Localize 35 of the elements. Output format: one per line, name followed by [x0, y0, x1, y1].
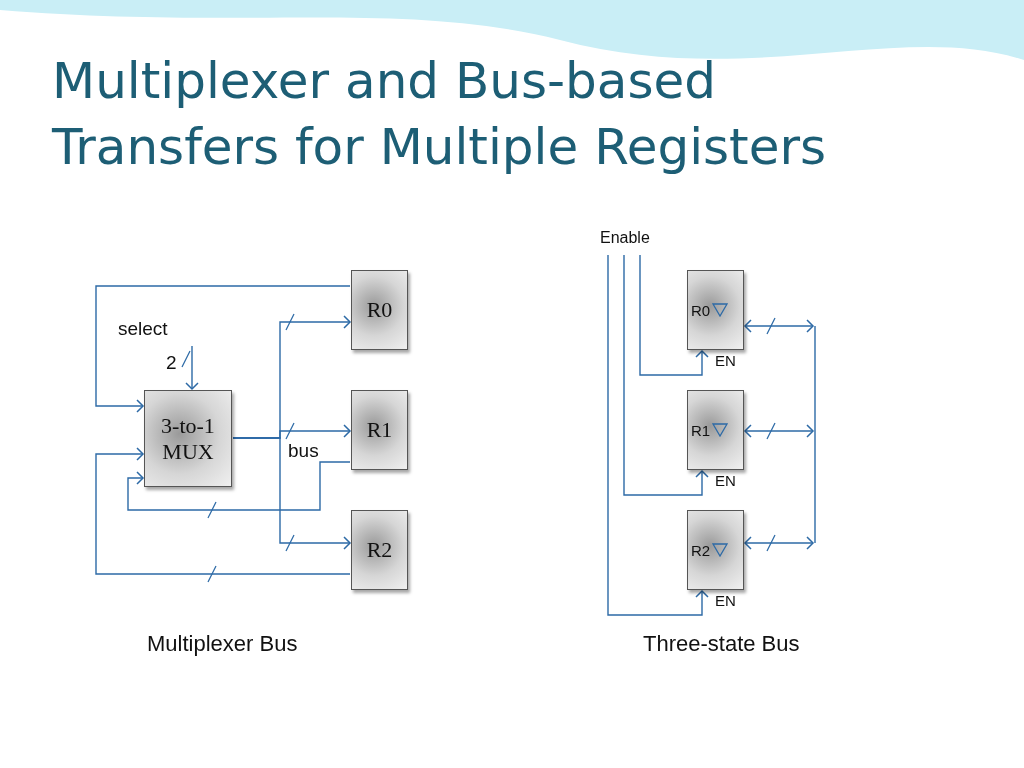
arrow [623, 254, 709, 496]
register-label: R0 [691, 301, 711, 319]
bus-label: bus [288, 440, 319, 462]
arrow [127, 461, 351, 511]
select-label: select [118, 318, 168, 340]
register-label: R2 [366, 537, 393, 563]
arrow [95, 447, 351, 575]
figure-caption: Three-state Bus [643, 631, 800, 657]
arrow [185, 345, 199, 390]
enable-pin-label: EN [715, 472, 736, 489]
register-box [687, 270, 744, 350]
arrow [95, 285, 351, 413]
register-label: R1 [366, 417, 393, 443]
arrow [607, 254, 709, 616]
enable-pin-label: EN [715, 592, 736, 609]
register-label: R0 [366, 297, 393, 323]
slide-title: Multiplexer and Bus-based Transfers for Multiple Registers [52, 51, 828, 178]
register-box [687, 510, 744, 590]
multiplexer-box [144, 390, 232, 487]
arrow [639, 254, 709, 376]
arrow [744, 536, 814, 550]
enable-label: Enable [600, 229, 650, 247]
register-box [351, 510, 408, 590]
arrow [232, 437, 351, 550]
register-box [351, 390, 408, 470]
register-label: R2 [691, 541, 711, 559]
arrow [744, 319, 814, 333]
arrow [744, 424, 814, 438]
multiplexer-label: 3-to-1 MUX [160, 412, 216, 465]
enable-pin-label: EN [715, 352, 736, 369]
register-label: R1 [691, 421, 711, 439]
register-box [351, 270, 408, 350]
bus-width-number: 2 [166, 352, 177, 374]
register-box [687, 390, 744, 470]
figure-caption: Multiplexer Bus [147, 631, 298, 657]
